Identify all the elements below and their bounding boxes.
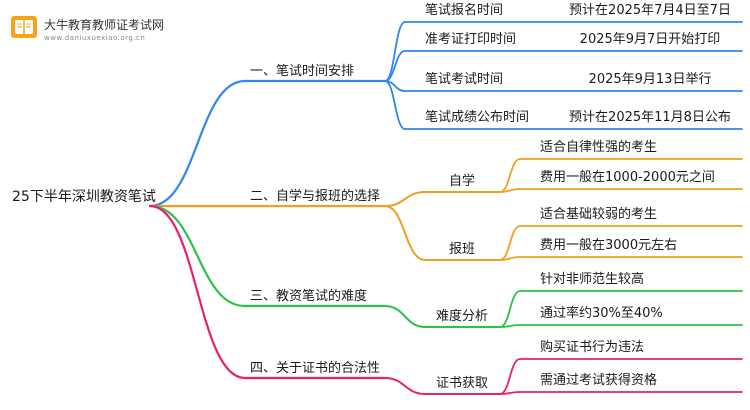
leaf-detail: 预计在2025年11月8日公布 [569, 110, 731, 125]
leaf-label: 通过率约30%至40% [540, 305, 663, 321]
root-node-label: 25下半年深圳教资笔试 [12, 189, 156, 205]
leaf-label: 费用一般在3000元左右 [540, 237, 677, 253]
leaf-link [499, 225, 521, 261]
leaf-label: 费用一般在1000-2000元之间 [540, 169, 715, 185]
book-icon [11, 16, 37, 38]
root-to-branch-link [148, 204, 247, 380]
branch-to-group-link [384, 305, 426, 328]
leaf-label: 购买证书行为违法 [540, 339, 644, 355]
leaf-link [499, 358, 521, 395]
branch-label: 四、关于证书的合法性 [250, 360, 380, 376]
group-label: 难度分析 [436, 308, 488, 324]
group-label: 自学 [449, 173, 475, 189]
leaf-link [499, 256, 521, 261]
leaf-label: 笔试考试时间 [425, 71, 503, 87]
branch-label: 三、教资笔试的难度 [250, 288, 367, 304]
leaf-label: 适合自律性强的考生 [540, 139, 657, 155]
leaf-link [499, 188, 521, 193]
group-label: 报班 [449, 242, 475, 257]
logo-subtitle: www.daniuxuexiao.org.cn [44, 34, 146, 42]
leaf-link [499, 290, 521, 328]
branch-to-group-link [384, 205, 426, 261]
leaf-link [384, 50, 406, 82]
group-label: 证书获取 [436, 376, 488, 391]
branch-to-group-link [384, 377, 426, 395]
logo: 大牛教育教师证考试网 www.daniuxuexiao.org.cn [8, 10, 208, 48]
leaf-label: 针对非师范生较高 [540, 271, 644, 287]
mind-map-labels: 25下半年深圳教资笔试 一、笔试时间安排 笔试报名时间 预计在2025年7月4日至7日… [12, 2, 731, 391]
leaf-label: 准考证打印时间 [425, 32, 516, 47]
logo-title: 大牛教育教师证考试网 [44, 18, 165, 32]
root-to-branch-link [148, 204, 247, 308]
leaf-label: 需通过考试获得资格 [540, 372, 657, 388]
mind-map-links [148, 21, 743, 395]
leaf-label: 笔试成绩公布时间 [425, 109, 529, 125]
leaf-link [499, 324, 521, 328]
branch-label: 二、自学与报班的选择 [250, 188, 380, 204]
leaf-detail: 2025年9月7日开始打印 [580, 32, 721, 47]
leaf-link [384, 80, 406, 130]
branch-to-group-link [384, 191, 426, 207]
leaf-detail: 预计在2025年7月4日至7日 [569, 3, 731, 18]
leaf-label: 笔试报名时间 [425, 2, 503, 18]
leaf-link [499, 158, 521, 193]
branch-label: 一、笔试时间安排 [250, 63, 354, 79]
leaf-detail: 2025年9月13日举行 [589, 72, 712, 87]
leaf-label: 适合基础较弱的考生 [540, 206, 657, 222]
root-to-branch-link [148, 79, 247, 208]
leaf-link [499, 391, 521, 395]
